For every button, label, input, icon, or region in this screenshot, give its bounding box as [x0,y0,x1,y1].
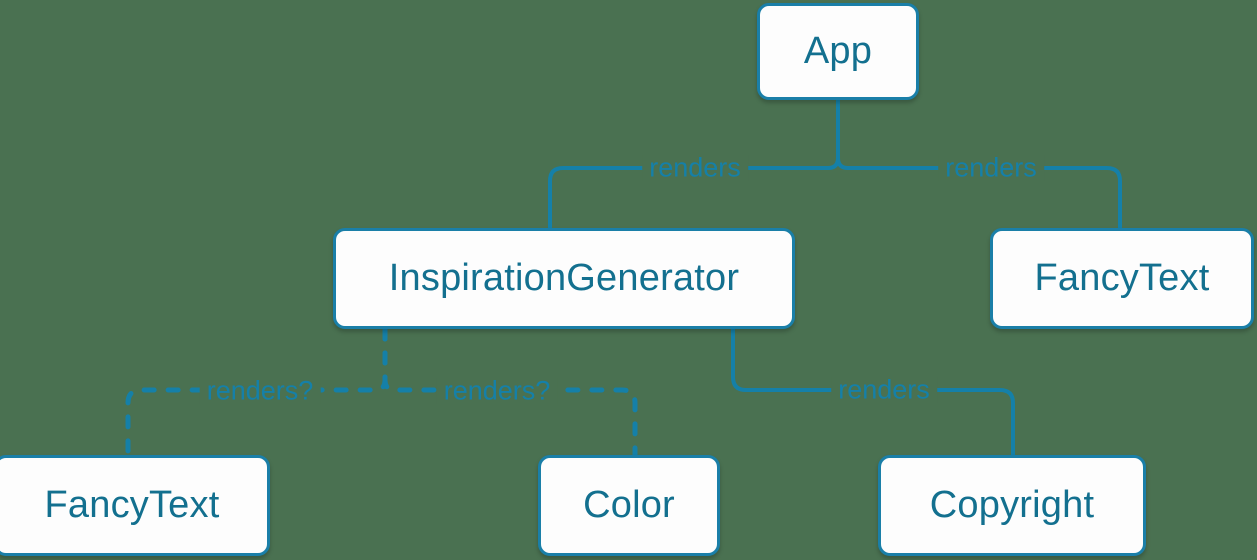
edge-label-app-fancytext: renders [938,154,1044,182]
node-copyright[interactable]: Copyright [878,455,1146,556]
node-app[interactable]: App [757,3,919,100]
node-fancytext-right[interactable]: FancyText [990,228,1254,329]
node-inspiration-generator-label: InspirationGenerator [388,257,740,299]
node-inspiration-generator[interactable]: InspirationGenerator [333,228,795,329]
edge-label-inspiration-copyright: renders [831,376,937,404]
node-fancytext-bottom[interactable]: FancyText [0,455,270,556]
edge-label-inspiration-color: renders? [436,377,558,405]
edge-label-inspiration-fancytext: renders? [199,377,321,405]
node-fancytext-right-label: FancyText [1034,257,1210,299]
node-copyright-label: Copyright [929,484,1095,526]
node-color-label: Color [583,484,675,526]
node-app-label: App [803,30,873,72]
edge-label-app-inspiration: renders [642,154,748,182]
edge-inspiration-color [382,326,638,458]
node-fancytext-bottom-label: FancyText [44,484,220,526]
node-color[interactable]: Color [538,455,720,556]
